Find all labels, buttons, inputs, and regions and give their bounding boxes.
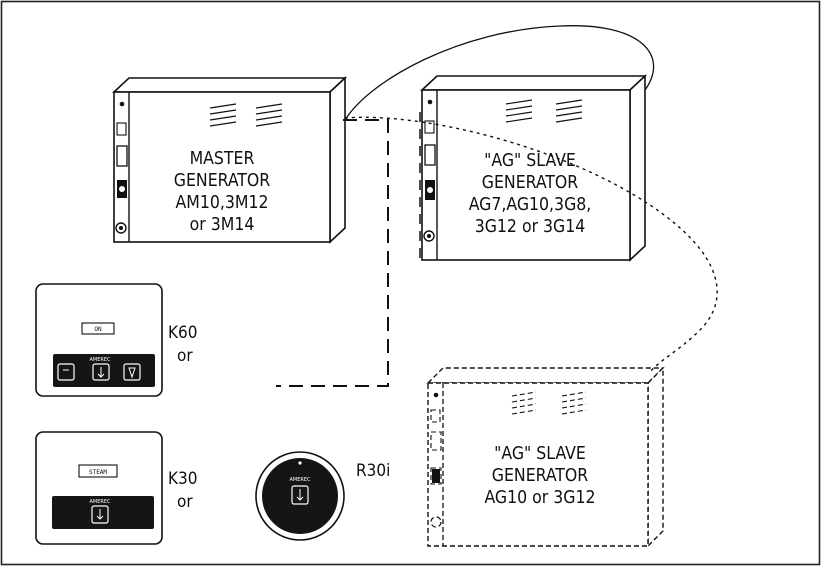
slave-generator-1: "AG" SLAVE GENERATOR AG7,AG10,3G8, 3G12 … <box>419 74 648 262</box>
slave1-label-2: GENERATOR <box>482 173 579 193</box>
k60-light-button[interactable] <box>57 363 75 381</box>
slave1-label-1: "AG" SLAVE <box>484 151 576 171</box>
switch-icon <box>424 144 436 166</box>
down-arrow-icon <box>96 509 104 520</box>
drop-icon <box>128 367 136 379</box>
connector-icon <box>424 120 435 134</box>
k60-display <box>81 322 115 335</box>
k30-steam-button[interactable] <box>91 505 109 524</box>
k60-display-text: ON <box>94 326 102 333</box>
master-generator: MASTER GENERATOR AM10,3M12 or 3M14 <box>111 76 348 244</box>
indicator-icon <box>119 101 125 107</box>
k60-brand: AMEREC <box>89 357 111 363</box>
control-cable-dashed <box>276 119 389 387</box>
down-arrow-icon <box>296 489 304 501</box>
switch-icon <box>430 431 442 451</box>
master-label-2: GENERATOR <box>174 171 271 191</box>
k60-control-panel: ON AMEREC <box>35 283 163 397</box>
switch-icon <box>116 145 128 167</box>
k60-or-label: or <box>177 346 193 366</box>
r30i-control: AMEREC <box>255 451 345 541</box>
k30-brand: AMEREC <box>89 499 111 505</box>
slave2-label-3: AG10 or 3G12 <box>484 488 595 508</box>
slave1-label-3: AG7,AG10,3G8, <box>469 195 592 215</box>
k60-steam-button[interactable] <box>92 363 110 381</box>
master-label-1: MASTER <box>190 149 255 169</box>
r30i-label: R30i <box>356 461 390 481</box>
k30-display <box>78 464 118 478</box>
master-label-3: AM10,3M12 <box>175 193 268 213</box>
r30i-steam-button[interactable] <box>291 485 309 505</box>
connector-icon <box>116 122 127 136</box>
k30-control-panel: STEAM AMEREC <box>35 431 163 545</box>
down-arrow-icon <box>97 367 105 378</box>
connector-icon <box>430 409 441 423</box>
r30i-brand: AMEREC <box>289 477 311 483</box>
fitting-icon <box>430 516 442 528</box>
master-label-4: or 3M14 <box>190 215 255 235</box>
k30-label: K30 <box>168 469 197 489</box>
k30-display-text: STEAM <box>89 469 107 476</box>
k60-aroma-button[interactable] <box>123 363 141 381</box>
indicator-icon <box>427 99 433 105</box>
slave2-label-2: GENERATOR <box>492 466 589 486</box>
k60-label: K60 <box>168 323 197 343</box>
slave-generator-2 <box>426 366 665 548</box>
fitting-icon <box>423 230 435 242</box>
k30-or-label: or <box>177 492 193 512</box>
terminal-block-icon <box>430 467 442 485</box>
slave1-label-4: 3G12 or 3G14 <box>475 217 586 237</box>
solid-interconnect-cable <box>344 25 655 121</box>
slave2-label-1: "AG" SLAVE <box>494 444 586 464</box>
fitting-icon <box>115 222 127 234</box>
